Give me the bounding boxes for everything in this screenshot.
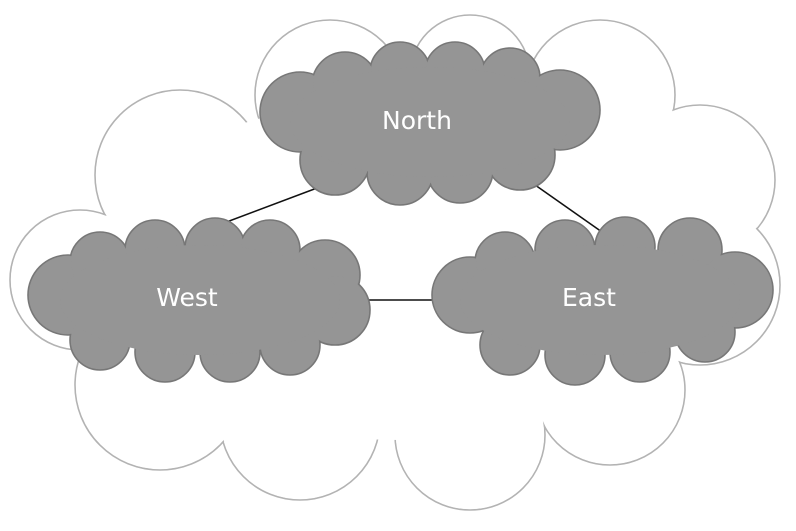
east-node[interactable]: East [431,216,774,386]
west-label: West [156,283,218,312]
north-node[interactable]: North [259,41,601,206]
north-label: North [382,106,452,135]
link-north-east [527,179,603,233]
west-node[interactable]: West [27,217,371,383]
east-label: East [562,283,616,312]
